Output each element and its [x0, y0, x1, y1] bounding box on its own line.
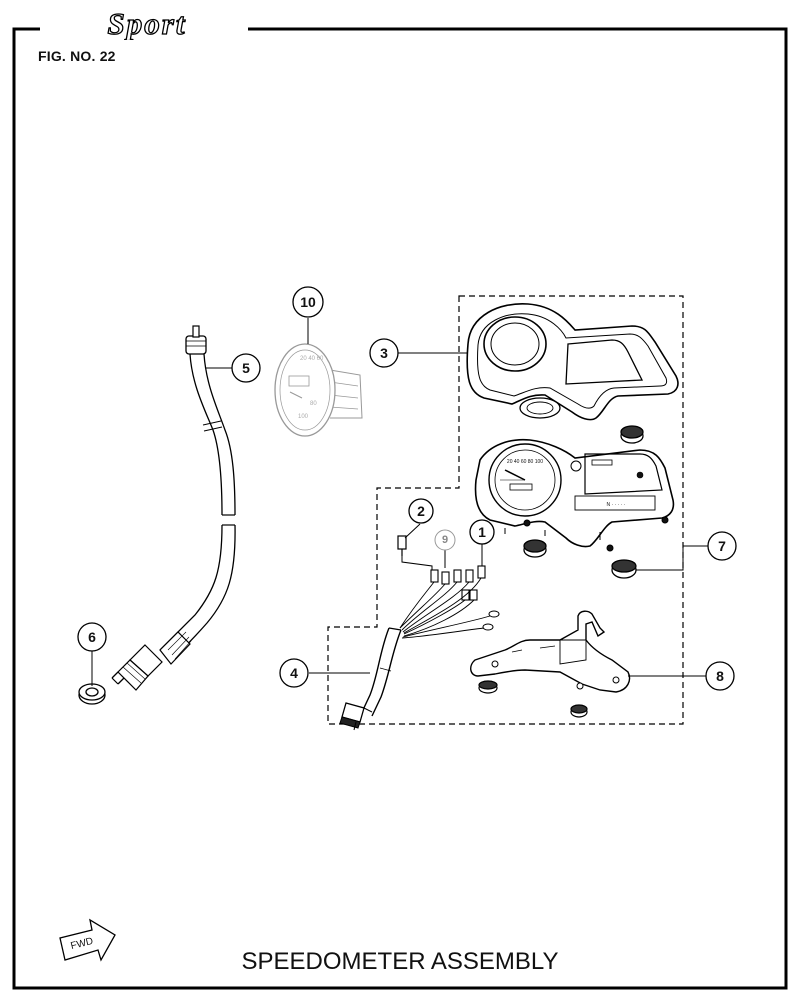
meter-cover: [466, 303, 679, 421]
callout-8: 8: [705, 661, 735, 691]
figure-number: FIG. NO. 22: [38, 48, 116, 64]
callout-1-number: 1: [478, 524, 486, 540]
housing-grommets: [523, 539, 637, 579]
assembly-boundary-dashed: [327, 295, 684, 725]
speedometer-dial-face: 20 40 60 80 100: [274, 343, 363, 437]
svg-text:N · · · · ·: N · · · · ·: [607, 502, 626, 508]
meter-housing: 20 40 60 80 100 N · · · · ·: [474, 438, 675, 552]
svg-text:80: 80: [310, 401, 317, 407]
callout-1: 1: [469, 519, 495, 545]
cover-grommet: [620, 425, 644, 444]
callout-2-number: 2: [417, 503, 425, 519]
speedometer-cable: [111, 325, 236, 691]
callout-3: 3: [369, 338, 399, 368]
callout-5-number: 5: [242, 360, 250, 376]
svg-text:20 40 60 80 100: 20 40 60 80 100: [507, 459, 543, 465]
callout-10-number: 10: [300, 294, 316, 310]
callout-6-number: 6: [88, 629, 96, 645]
page-frame: [12, 27, 788, 990]
callout-9-number: 9: [442, 534, 448, 546]
callout-4: 4: [279, 658, 309, 688]
fwd-label: FWD: [70, 936, 95, 952]
wiring-harness: [339, 565, 500, 731]
callout-5: 5: [231, 353, 261, 383]
bulb-socket: [397, 535, 433, 574]
mounting-bracket: [470, 610, 631, 693]
callout-6: 6: [77, 622, 107, 652]
callout-8-number: 8: [716, 668, 724, 684]
bracket-rubbers: [478, 680, 588, 718]
callout-7: 7: [707, 531, 737, 561]
svg-text:100: 100: [298, 414, 309, 420]
callout-7-number: 7: [718, 538, 726, 554]
callout-9: 9: [434, 529, 456, 551]
brand-logo: Sport: [50, 8, 244, 40]
callout-2: 2: [408, 498, 434, 524]
svg-text:20 40 60: 20 40 60: [300, 356, 324, 362]
callout-4-number: 4: [290, 665, 298, 681]
callout-10: 10: [292, 286, 324, 318]
forward-arrow-icon: FWD: [59, 918, 116, 962]
diagram-caption: SPEEDOMETER ASSEMBLY: [241, 948, 559, 975]
callout-3-number: 3: [380, 345, 388, 361]
brand-logo-text: Sport: [108, 8, 187, 40]
cable-nut: [78, 683, 106, 705]
leader-lines: [91, 318, 708, 686]
